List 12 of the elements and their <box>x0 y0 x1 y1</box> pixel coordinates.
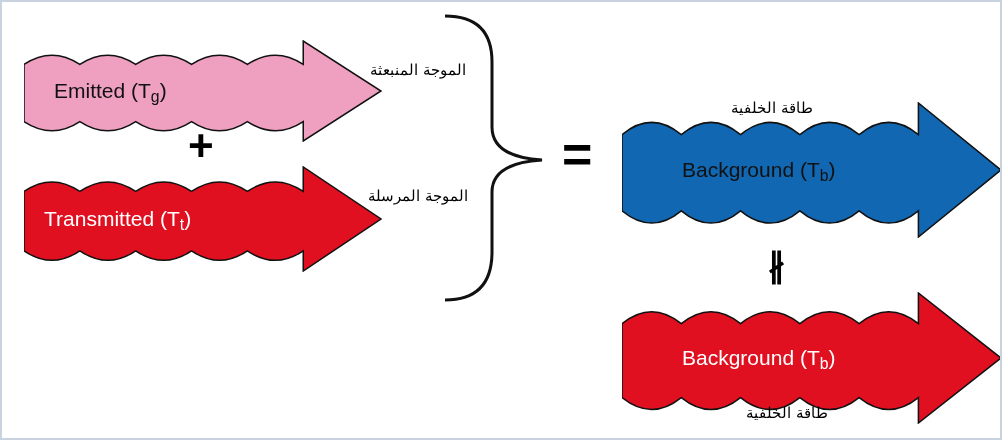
equals-sign: = <box>562 128 593 180</box>
arabic-caption: طاقة الخلفية <box>745 403 829 423</box>
wavy-arrow <box>622 102 1000 238</box>
wavy-arrow <box>622 292 1000 424</box>
arrow-label: Emitted (T$_{g}$) <box>54 78 167 107</box>
arabic-caption: الموجة المرسلة <box>367 186 469 207</box>
arabic-caption: الموجة المنبعثة <box>369 60 467 81</box>
arabic-caption: طاقة الخلفية <box>730 98 814 118</box>
arrow-label: Background (T$_{b}$) <box>682 345 836 374</box>
plus-sign: + <box>188 124 214 168</box>
arrow-label: Background (T$_{b}$) <box>682 157 836 186</box>
arrow-label: Transmitted (T$_{t}$) <box>44 206 192 235</box>
